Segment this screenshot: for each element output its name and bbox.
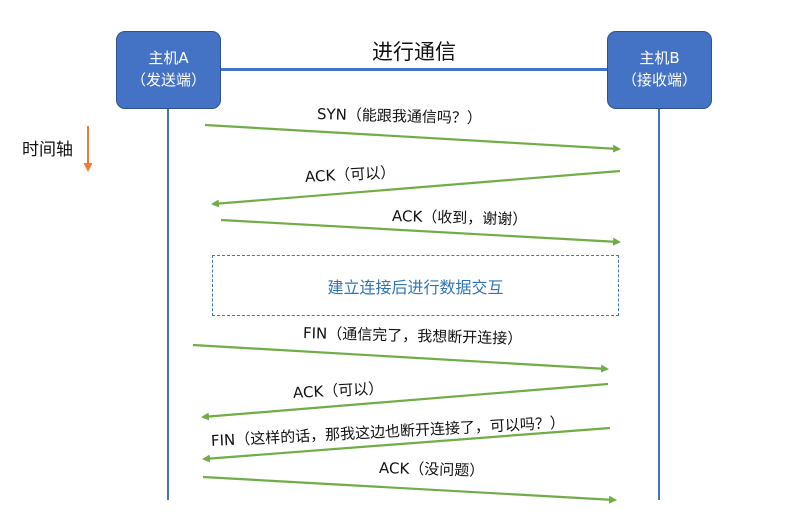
host-a-name: 主机A bbox=[148, 49, 189, 67]
host-a-box: 主机A （发送端） bbox=[116, 31, 221, 109]
ack-2-arrow bbox=[220, 218, 621, 246]
host-b-lifeline bbox=[658, 109, 660, 500]
syn-arrow bbox=[204, 123, 621, 153]
ack-2-label: ACK（收到，谢谢） bbox=[391, 207, 528, 229]
host-a-lifeline bbox=[167, 109, 169, 500]
host-b-role: （接收端） bbox=[621, 71, 697, 89]
connection-label: 进行通信 bbox=[372, 40, 456, 64]
host-b-box: 主机B （接收端） bbox=[607, 31, 712, 109]
time-axis-label: 时间轴 bbox=[22, 140, 73, 160]
host-b-name: 主机B bbox=[639, 49, 680, 67]
fin-2-arrow bbox=[202, 426, 611, 463]
ack-1-arrow bbox=[211, 169, 621, 208]
host-a-role: （发送端） bbox=[130, 71, 206, 89]
data-exchange-phase-label: 建立连接后进行数据交互 bbox=[327, 277, 504, 297]
fin-1-arrow bbox=[192, 343, 609, 373]
ack-4-label: ACK（没问题） bbox=[378, 459, 485, 480]
data-exchange-phase-box: 建立连接后进行数据交互 bbox=[212, 255, 619, 316]
ack-4-arrow bbox=[202, 475, 617, 504]
connection-line bbox=[221, 68, 607, 71]
syn-label: SYN（能跟我通信吗？） bbox=[316, 105, 483, 128]
ack-3-arrow bbox=[201, 382, 609, 421]
